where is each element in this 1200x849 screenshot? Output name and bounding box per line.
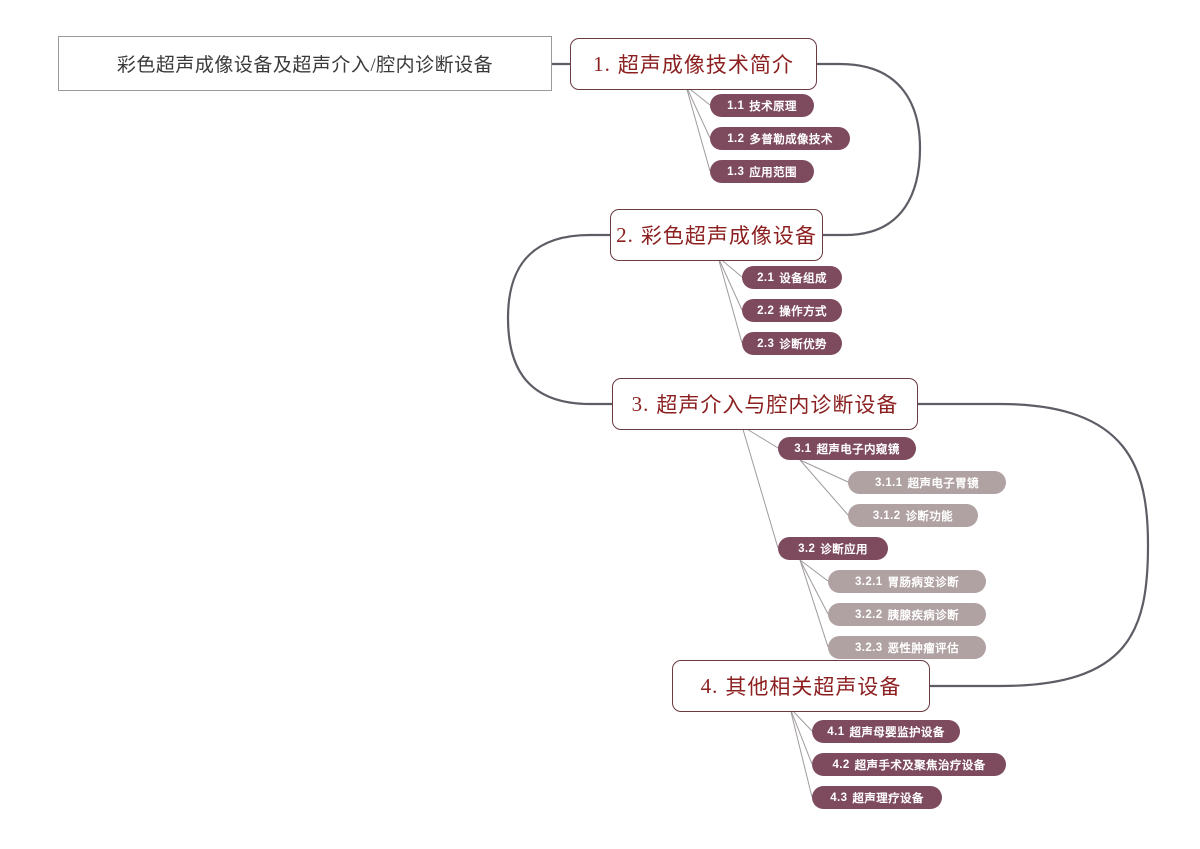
main-node-4[interactable]: 4. 其他相关超声设备 [672,660,930,712]
connector-3.1-to-3.1.2 [799,459,849,516]
sub-node-3.2-label: 诊断应用 [820,543,868,556]
main-node-4-number: 4. [700,673,719,698]
sub-node-3.1[interactable]: 3.1 超声电子内窥镜 [778,437,916,460]
sub-node-1.2[interactable]: 1.2 多普勒成像技术 [710,127,850,150]
connector-2-to-3 [506,233,612,406]
leaf-node-3.2.2[interactable]: 3.2.2 胰腺疾病诊断 [828,603,986,626]
connector-3.2-to-3.2.2 [799,559,829,615]
leaf-node-3.1.2-label: 诊断功能 [905,510,954,523]
root-node[interactable]: 彩色超声成像设备及超声介入/腔内诊断设备 [58,36,552,91]
sub-node-1.3-label: 应用范围 [749,166,797,179]
connector-4-to-4.2 [789,707,813,765]
main-node-3-label: 超声介入与腔内诊断设备 [656,393,899,417]
leaf-node-3.2.2-label: 胰腺疾病诊断 [887,609,959,622]
sub-node-2.2-label: 操作方式 [779,305,827,318]
connector-4-to-4.3 [789,707,813,798]
leaf-node-3.2.3-label: 恶性肿瘤评估 [887,642,959,655]
connector-3.1-to-3.1.1 [799,459,849,483]
sub-node-3.2[interactable]: 3.2 诊断应用 [778,537,888,560]
sub-node-4.1[interactable]: 4.1 超声母婴监护设备 [812,720,960,743]
sub-node-2.3[interactable]: 2.3 诊断优势 [742,332,842,355]
sub-node-4.2[interactable]: 4.2 超声手术及聚焦治疗设备 [812,753,1006,776]
leaf-node-3.2.1-number: 3.2.1 [855,575,883,588]
main-node-3[interactable]: 3. 超声介入与腔内诊断设备 [612,378,918,430]
leaf-node-3.2.3[interactable]: 3.2.3 恶性肿瘤评估 [828,636,986,659]
sub-node-3.2-number: 3.2 [798,542,816,555]
connector-1-to-1.2 [685,85,711,139]
sub-node-4.3-number: 4.3 [830,791,848,804]
leaf-node-3.1.1-label: 超声电子胃镜 [907,477,979,490]
sub-node-2.3-label: 诊断优势 [779,338,827,351]
sub-node-1.1-number: 1.1 [727,99,745,112]
sub-node-2.1[interactable]: 2.1 设备组成 [742,266,842,289]
connector-2-to-2.3 [717,256,743,344]
sub-node-2.1-number: 2.1 [757,271,775,284]
main-node-1[interactable]: 1. 超声成像技术简介 [570,38,817,90]
sub-node-4.3[interactable]: 4.3 超声理疗设备 [812,786,942,809]
connector-3.2-to-3.2.3 [799,559,829,648]
leaf-node-3.2.3-number: 3.2.3 [855,641,883,654]
sub-node-1.2-label: 多普勒成像技术 [749,133,833,146]
leaf-node-3.1.1-number: 3.1.1 [875,476,903,489]
main-node-1-label: 超声成像技术简介 [617,53,794,77]
sub-node-2.3-number: 2.3 [757,337,775,350]
sub-node-1.1-label: 技术原理 [749,100,797,113]
leaf-node-3.2.2-number: 3.2.2 [855,608,883,621]
sub-node-3.1-label: 超声电子内窥镜 [816,443,900,456]
main-node-2-label: 彩色超声成像设备 [640,224,817,248]
main-node-2[interactable]: 2. 彩色超声成像设备 [610,209,823,261]
leaf-node-3.2.1[interactable]: 3.2.1 胃肠病变诊断 [828,570,986,593]
sub-node-4.2-number: 4.2 [832,758,850,771]
main-node-4-label: 其他相关超声设备 [725,675,902,699]
connector-2-to-2.2 [717,256,743,311]
sub-node-1.3[interactable]: 1.3 应用范围 [710,160,814,183]
leaf-node-3.1.1[interactable]: 3.1.1 超声电子胃镜 [848,471,1006,494]
connector-3-to-3.2 [741,425,779,549]
sub-node-3.1-number: 3.1 [794,442,812,455]
main-node-2-number: 2. [616,222,634,247]
sub-node-4.2-label: 超声手术及聚焦治疗设备 [854,759,986,772]
sub-node-4.1-number: 4.1 [827,725,845,738]
main-node-3-number: 3. [631,391,650,416]
sub-node-2.2[interactable]: 2.2 操作方式 [742,299,842,322]
connector-3.2-to-3.2.1 [799,559,829,582]
sub-node-4.3-label: 超声理疗设备 [852,792,924,805]
sub-node-2.1-label: 设备组成 [779,272,827,285]
root-node-label: 彩色超声成像设备及超声介入/腔内诊断设备 [116,55,494,76]
sub-node-4.1-label: 超声母婴监护设备 [849,726,945,739]
sub-node-1.1[interactable]: 1.1 技术原理 [710,94,814,117]
main-node-1-number: 1. [593,51,611,76]
leaf-node-3.1.2[interactable]: 3.1.2 诊断功能 [848,504,978,527]
sub-node-2.2-number: 2.2 [757,304,775,317]
leaf-node-3.1.2-number: 3.1.2 [872,509,901,522]
sub-node-1.2-number: 1.2 [727,132,745,145]
sub-node-1.3-number: 1.3 [727,165,745,178]
leaf-node-3.2.1-label: 胃肠病变诊断 [887,576,959,589]
connector-1-to-1.3 [685,85,711,172]
